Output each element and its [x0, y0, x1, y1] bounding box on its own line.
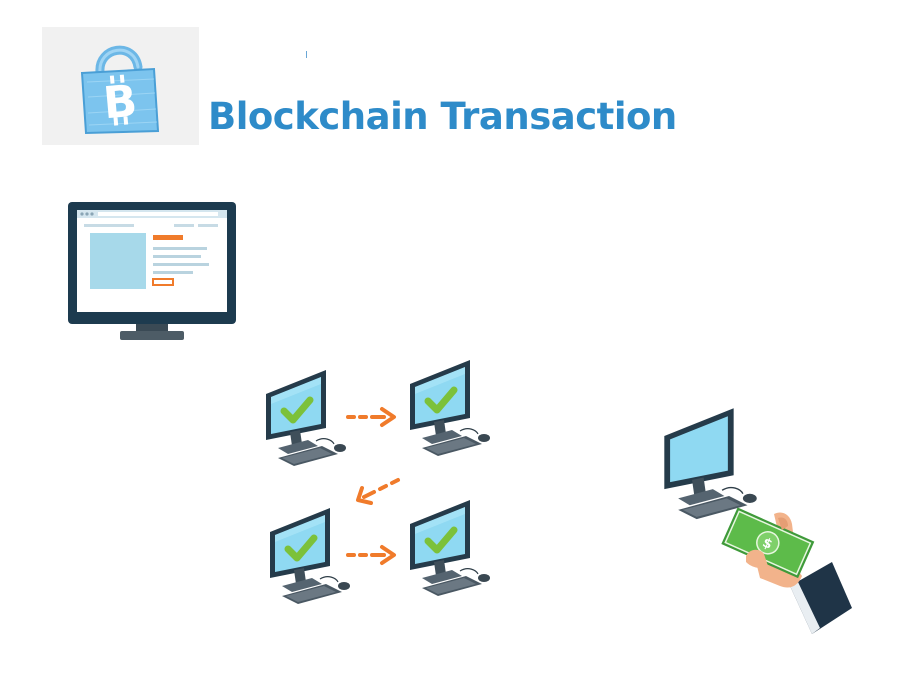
- logo-panel: B: [42, 27, 199, 145]
- arrow-right-icon: [346, 545, 396, 565]
- computer-node-4-icon: [408, 500, 498, 600]
- svg-text:B: B: [101, 76, 139, 130]
- computer-node-2-icon: [408, 360, 498, 460]
- bitcoin-padlock-icon: B: [80, 45, 160, 135]
- stray-mark: [306, 51, 307, 58]
- page-title: Blockchain Transaction: [208, 95, 677, 138]
- arrow-down-left-icon: [356, 478, 400, 505]
- arrow-right-icon: [346, 407, 396, 427]
- payment-computer-icon: [664, 408, 757, 520]
- hand-cash-icon: $: [721, 507, 852, 634]
- computer-node-1-icon: [264, 370, 354, 470]
- browser-window-icon: [68, 202, 236, 340]
